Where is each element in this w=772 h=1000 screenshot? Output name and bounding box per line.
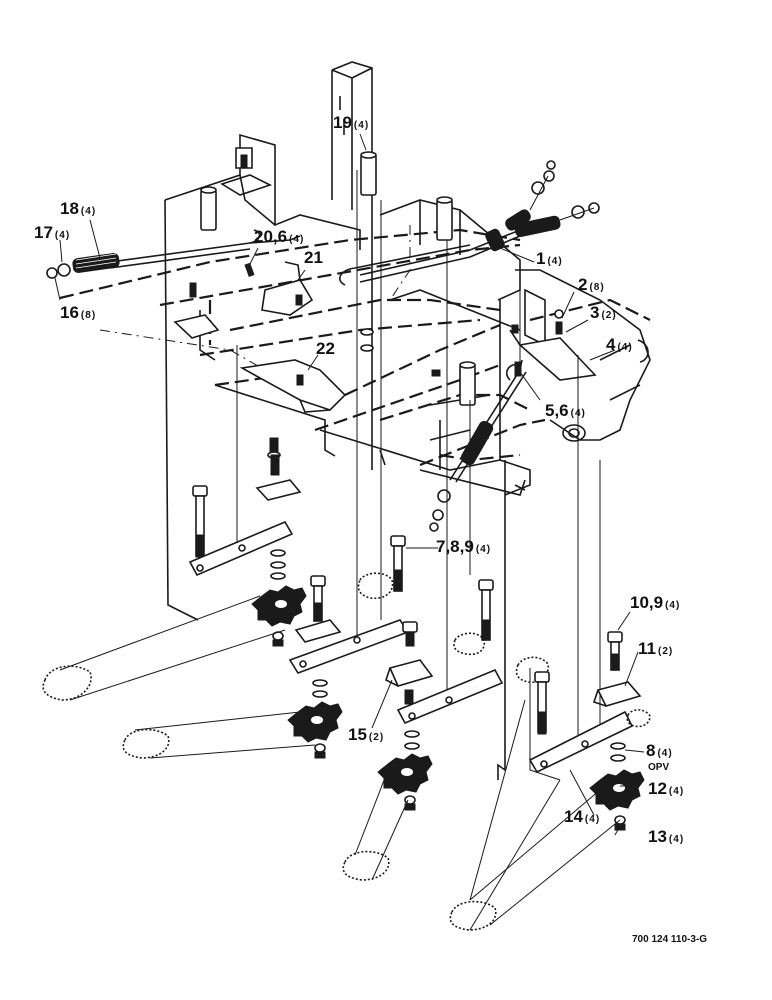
callout-15: 15(2) xyxy=(348,725,384,744)
callout-17: 17(4) xyxy=(34,223,70,242)
callout-13: 13(4) xyxy=(648,827,684,846)
callout-11: 11(2) xyxy=(638,639,673,658)
drawing-number: 700 124 110-3-G xyxy=(632,934,707,945)
callout-22: 22 xyxy=(316,339,335,358)
callout-8: 8(4) xyxy=(646,741,673,760)
lower-assembly-right xyxy=(449,631,651,931)
callout-10-9: 10,9(4) xyxy=(630,593,680,612)
callout-labels: 19(4) 18(4) 17(4) 20,6(4) 21 16(8) 22 1(… xyxy=(34,113,707,945)
callout-16: 16(8) xyxy=(60,303,96,322)
callout-7-8-9: 7,8,9(4) xyxy=(436,537,491,556)
opv-note: OPV xyxy=(648,762,669,773)
callout-20-6: 20,6(4) xyxy=(254,227,304,246)
lower-assembly-left xyxy=(42,454,394,701)
callout-3: 3(2) xyxy=(590,303,617,322)
callout-14: 14(4) xyxy=(564,807,600,826)
spring-rod-assemblies xyxy=(46,160,600,532)
callout-5-6: 5,6(4) xyxy=(545,401,586,420)
callout-1: 1(4) xyxy=(536,249,563,268)
leader-lines xyxy=(54,133,645,836)
lower-assembly-center xyxy=(122,535,494,759)
upper-brackets xyxy=(173,147,597,459)
callout-4: 4(4) xyxy=(606,335,633,354)
lower-assembly-center-right xyxy=(342,632,561,931)
upright-post xyxy=(331,61,373,470)
spring-18 xyxy=(72,253,120,273)
callout-2: 2(8) xyxy=(578,275,605,294)
vertical-tie-rods xyxy=(236,170,601,735)
callout-19: 19(4) xyxy=(333,113,369,132)
sleeve-tubes xyxy=(200,151,476,406)
callout-12: 12(4) xyxy=(648,779,684,798)
callout-18: 18(4) xyxy=(60,199,96,218)
callout-21: 21 xyxy=(304,248,323,267)
